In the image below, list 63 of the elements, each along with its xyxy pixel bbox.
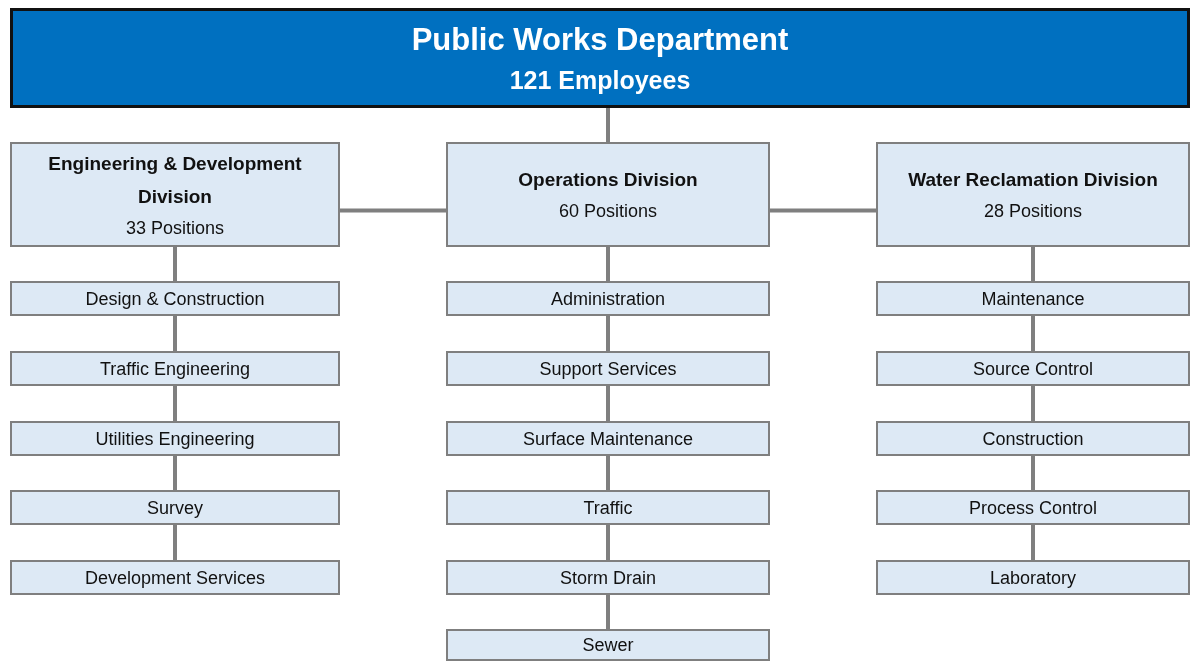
unit-name: Administration: [550, 287, 665, 311]
unit-box: [446, 560, 770, 595]
connector-line: [606, 386, 610, 421]
unit-name: Construction: [982, 427, 1084, 451]
unit-box: [876, 421, 1190, 456]
connector-line: [1031, 456, 1035, 490]
division-box: [446, 142, 770, 247]
connector-line: [173, 316, 177, 351]
box-title: Engineering & Development Division: [47, 151, 303, 209]
connector-line: [173, 247, 177, 281]
unit-box: [876, 351, 1190, 386]
unit-name: Laboratory: [989, 566, 1077, 590]
connector-line: [770, 208, 876, 213]
connector-line: [606, 525, 610, 560]
unit-box: [446, 629, 770, 661]
connector-line: [1031, 247, 1035, 281]
unit-name: Traffic Engineering: [99, 357, 251, 381]
connector-line: [606, 595, 610, 629]
connector-line: [173, 456, 177, 490]
unit-box: [446, 351, 770, 386]
unit-name: Design & Construction: [85, 287, 265, 311]
unit-box: [10, 281, 340, 316]
department-box: [10, 8, 1190, 108]
connector-line: [173, 525, 177, 560]
unit-box: [10, 490, 340, 525]
connector-line: [1031, 386, 1035, 421]
unit-name: Maintenance: [981, 287, 1085, 311]
unit-box: [10, 421, 340, 456]
unit-name: Process Control: [968, 496, 1098, 520]
unit-name: Traffic: [583, 496, 633, 520]
unit-name: Survey: [147, 496, 203, 520]
unit-box: [876, 560, 1190, 595]
unit-name: Surface Maintenance: [522, 427, 694, 451]
unit-box: [10, 351, 340, 386]
connector-line: [606, 456, 610, 490]
connector-line: [1031, 525, 1035, 560]
connector-line: [1031, 316, 1035, 351]
unit-name: Support Services: [539, 357, 677, 381]
headcount-text: 28 Positions: [983, 200, 1083, 223]
headcount-text: 121 Employees: [509, 65, 691, 96]
connector-line: [606, 108, 610, 142]
connector-line: [173, 386, 177, 421]
unit-name: Utilities Engineering: [95, 427, 255, 451]
connector-line: [340, 208, 446, 213]
headcount-text: 60 Positions: [558, 200, 658, 223]
headcount-text: 33 Positions: [125, 216, 225, 240]
unit-box: [876, 490, 1190, 525]
box-title: Public Works Department: [410, 21, 790, 59]
unit-name: Development Services: [84, 566, 266, 590]
box-title: Water Reclamation Division: [907, 168, 1159, 192]
unit-name: Source Control: [972, 357, 1094, 381]
unit-box: [446, 281, 770, 316]
unit-box: [446, 490, 770, 525]
unit-name: Sewer: [582, 634, 634, 657]
division-box: [10, 142, 340, 247]
unit-box: [876, 281, 1190, 316]
connector-line: [606, 247, 610, 281]
unit-name: Storm Drain: [560, 566, 656, 590]
division-box: [876, 142, 1190, 247]
unit-box: [10, 560, 340, 595]
unit-box: [446, 421, 770, 456]
connector-line: [606, 316, 610, 351]
box-title: Operations Division: [517, 168, 699, 192]
